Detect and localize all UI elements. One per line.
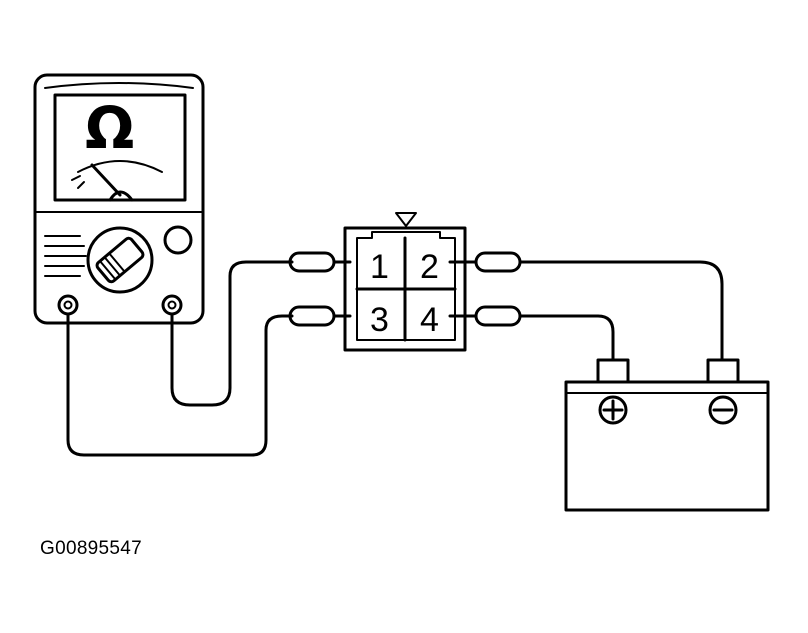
- battery-case: [564, 380, 770, 512]
- probe-jack-left[interactable]: [57, 294, 79, 316]
- meter-scale-arc: [77, 160, 163, 173]
- connector-housing: [343, 226, 467, 352]
- range-marks: [44, 235, 87, 277]
- ohmmeter: Ω: [33, 73, 205, 325]
- battery: [564, 358, 770, 512]
- probe-jack-right[interactable]: [161, 294, 183, 316]
- range-selector-knob[interactable]: [86, 226, 154, 294]
- wire-meter-to-pin1: [170, 260, 294, 407]
- probe-clip-pin4[interactable]: [448, 305, 522, 327]
- battery-positive-terminal[interactable]: [596, 358, 630, 384]
- probe-clip-pin1[interactable]: [288, 251, 352, 273]
- zero-adjust-knob[interactable]: [163, 225, 193, 255]
- connector-inner-frame: [356, 231, 456, 341]
- wire-pin4-to-battery-positive: [518, 314, 615, 362]
- ohmmeter-body: [33, 73, 205, 325]
- ohmmeter-dial-window: [53, 93, 187, 202]
- figure-id-label: G00895547: [40, 538, 143, 559]
- pin-3-label: 3: [370, 301, 389, 339]
- ohm-symbol: Ω: [85, 94, 134, 162]
- battery-negative-terminal[interactable]: [706, 358, 740, 384]
- positive-icon: [598, 395, 628, 425]
- ohmmeter-top-edge: [44, 82, 194, 89]
- meter-pivot: [108, 190, 134, 202]
- wire-pin2-to-battery-negative: [518, 260, 724, 362]
- wire-meter-to-pin3: [66, 312, 294, 457]
- triangle-down-icon: [395, 212, 417, 227]
- relay-connector: 1 2 3 4: [343, 212, 467, 352]
- pin-2-label: 2: [420, 248, 439, 286]
- probe-clip-pin3[interactable]: [288, 305, 352, 327]
- probe-clip-pin2[interactable]: [448, 251, 522, 273]
- pin-1-label: 1: [370, 248, 389, 286]
- negative-icon: [708, 395, 738, 425]
- pin-4-label: 4: [420, 301, 439, 339]
- meter-scale-ticks: [71, 175, 85, 189]
- meter-needle: [90, 163, 122, 197]
